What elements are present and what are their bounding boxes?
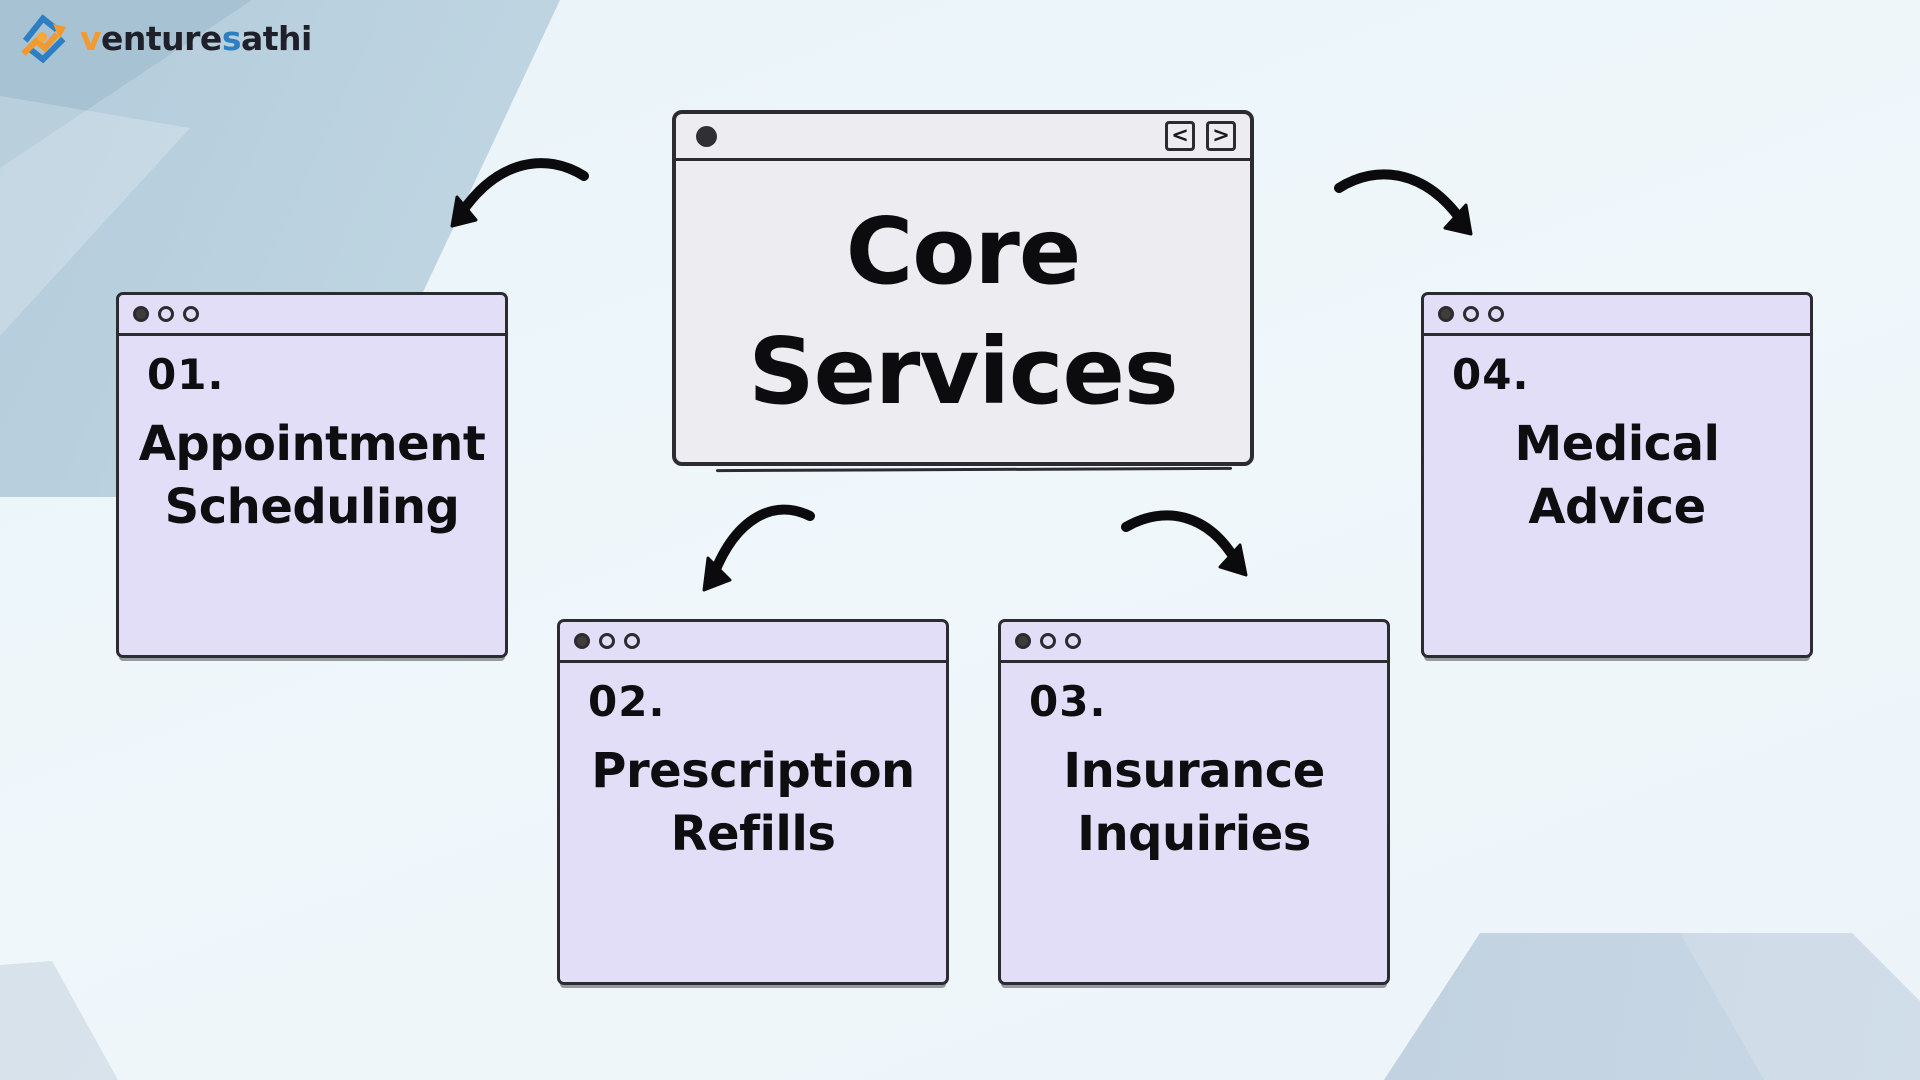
card-title: Prescription Refills (591, 743, 915, 863)
window-dot-hollow-icon (1488, 306, 1504, 322)
card-title: Appointment Scheduling (138, 416, 486, 536)
card-titlebar (1001, 622, 1387, 663)
card-medical-advice: 04. Medical Advice (1421, 292, 1813, 658)
forward-chevron-icon: > (1212, 122, 1230, 147)
window-dot-hollow-icon (1040, 633, 1056, 649)
card-appointment-scheduling: 01. Appointment Scheduling (116, 292, 508, 658)
window-dot-hollow-icon (1065, 633, 1081, 649)
card-titlebar (119, 295, 505, 336)
back-button[interactable]: < (1165, 121, 1195, 151)
window-dot-hollow-icon (1463, 306, 1479, 322)
card-title: Medical Advice (1514, 416, 1720, 536)
brand-segment: s (221, 18, 242, 58)
window-dot-hollow-icon (624, 633, 640, 649)
window-dot-hollow-icon (158, 306, 174, 322)
brand-segment: v (80, 18, 102, 58)
forward-button[interactable]: > (1206, 121, 1236, 151)
curved-arrow-to-card-04-icon (1334, 169, 1473, 236)
curved-arrow-to-card-02-icon (702, 504, 815, 592)
window-dot-filled-icon (574, 633, 590, 649)
brand-logo: venturesathi (14, 12, 312, 64)
brand-segment: athi (240, 18, 312, 58)
card-titlebar (560, 622, 946, 663)
venturesathi-logo-icon (21, 14, 67, 64)
window-dot-filled-icon (696, 125, 717, 147)
window-titlebar: < > (676, 114, 1250, 161)
card-insurance-inquiries: 03. Insurance Inquiries (998, 619, 1390, 985)
page-title: Core Services (748, 197, 1178, 425)
brand-segment: enture (101, 18, 222, 58)
window-dot-hollow-icon (599, 633, 615, 649)
brand-name: venturesathi (80, 22, 312, 55)
core-services-window: < > Core Services (672, 110, 1254, 466)
window-dot-filled-icon (1015, 633, 1031, 649)
card-title: Insurance Inquiries (1063, 743, 1325, 863)
window-nav: < > (1165, 121, 1236, 151)
curved-arrow-to-card-01-icon (450, 158, 589, 228)
card-titlebar (1424, 295, 1810, 336)
window-dot-filled-icon (1438, 306, 1454, 322)
card-number: 02. (588, 677, 666, 726)
card-number: 01. (147, 350, 225, 399)
card-prescription-refills: 02. Prescription Refills (557, 619, 949, 985)
curved-arrow-to-card-03-icon (1121, 510, 1248, 577)
window-dot-hollow-icon (183, 306, 199, 322)
back-chevron-icon: < (1171, 122, 1189, 147)
card-number: 03. (1029, 677, 1107, 726)
window-dot-filled-icon (133, 306, 149, 322)
card-number: 04. (1452, 350, 1530, 399)
